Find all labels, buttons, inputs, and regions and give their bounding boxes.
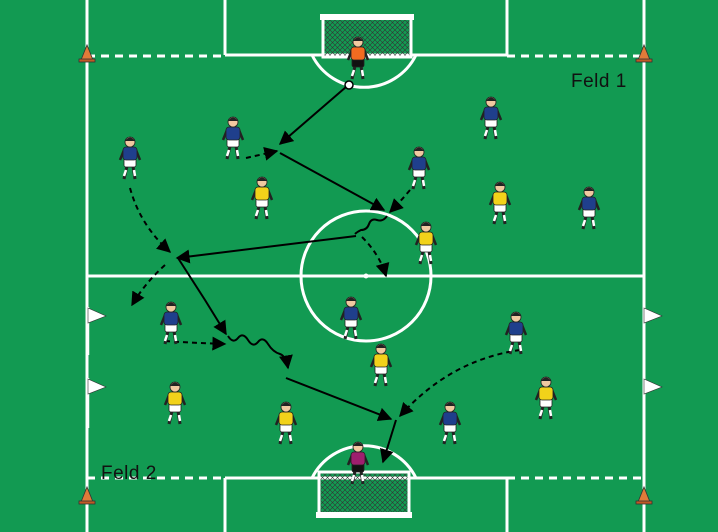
cones — [78, 43, 653, 505]
bottom-goal-icon — [316, 470, 412, 518]
corner-flag-icon — [86, 378, 107, 428]
run-arrow — [131, 264, 166, 307]
top-penalty-arc — [310, 54, 418, 89]
pass-arrow — [279, 152, 386, 211]
player-blue-icon — [221, 116, 245, 160]
top-goal-icon — [320, 14, 414, 59]
player-blue-icon — [577, 186, 601, 230]
cone-icon — [635, 43, 653, 63]
player-yellow-icon — [369, 343, 393, 387]
player-blue-icon — [407, 146, 431, 190]
players-layer — [118, 36, 601, 485]
cone-icon — [78, 485, 96, 505]
field-1-label: Feld 1 — [571, 71, 627, 92]
pass-arrow — [278, 86, 347, 145]
player-yellow-icon — [534, 376, 558, 420]
player-blue-icon — [504, 311, 528, 355]
player-blue-icon — [479, 96, 503, 140]
bottom-penalty-arc — [310, 444, 418, 479]
shot-arrow — [380, 419, 397, 464]
cone-icon — [635, 485, 653, 505]
field-2-label: Feld 2 — [101, 463, 157, 484]
player-yellow-icon — [163, 381, 187, 425]
goalkeeper-icon — [346, 36, 370, 80]
movement-arrows — [175, 86, 397, 464]
player-yellow-icon — [274, 401, 298, 445]
run-arrow — [389, 189, 411, 213]
run-arrows — [129, 146, 521, 418]
goalkeeper-icon — [346, 441, 370, 485]
player-yellow-icon — [250, 176, 274, 220]
player-blue-icon — [159, 301, 183, 345]
ball-icon — [344, 80, 354, 90]
center-circle — [299, 209, 433, 343]
dribble-arrow — [227, 334, 293, 370]
run-arrow — [129, 187, 172, 253]
player-yellow-icon — [414, 221, 438, 265]
player-blue-icon — [118, 136, 142, 180]
dribble-arrow — [354, 215, 388, 235]
center-spot — [363, 273, 369, 279]
flags — [86, 307, 663, 428]
cone-icon — [78, 43, 96, 63]
player-blue-icon — [339, 296, 363, 340]
dashed-boundaries — [87, 54, 644, 480]
pass-arrow — [285, 377, 393, 421]
run-arrow — [164, 336, 227, 351]
run-arrow — [361, 236, 390, 278]
pass-arrow — [177, 257, 227, 336]
player-yellow-icon — [488, 181, 512, 225]
corner-flag-icon — [86, 307, 107, 355]
corner-flag-icon — [642, 378, 663, 428]
corner-flag-icon — [642, 307, 663, 355]
pass-arrow — [175, 235, 357, 264]
player-blue-icon — [438, 401, 462, 445]
